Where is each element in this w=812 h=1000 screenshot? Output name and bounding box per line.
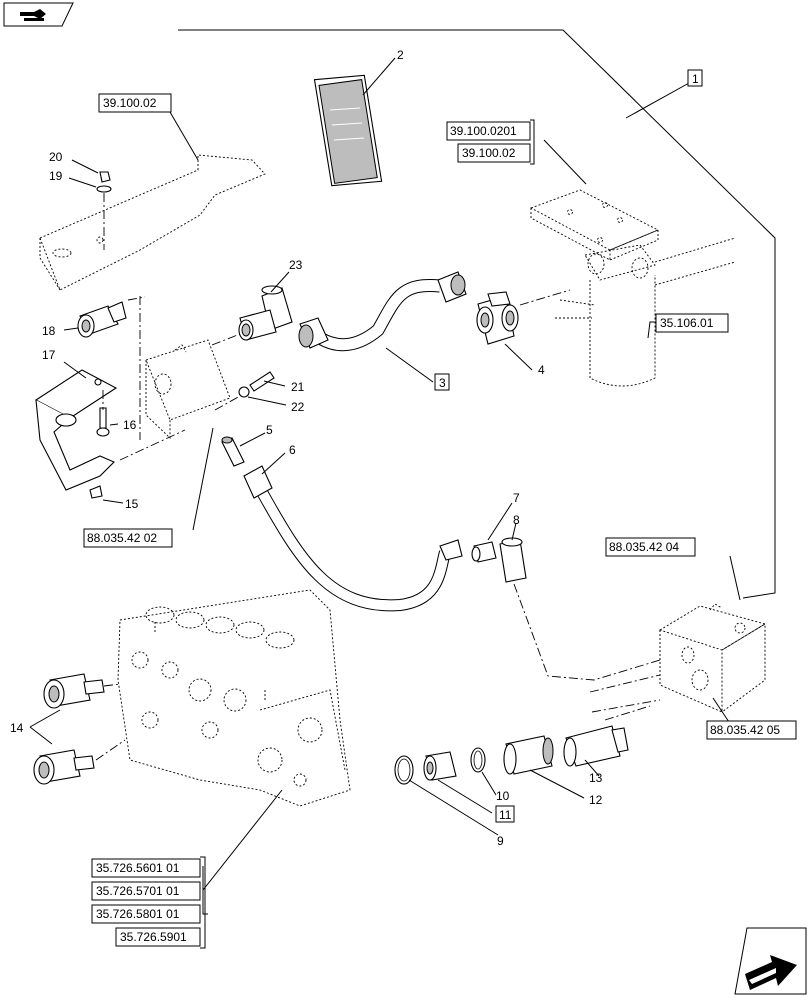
connector-5 bbox=[221, 436, 245, 467]
ref-39-100-0201[interactable]: 39.100.0201 bbox=[446, 121, 531, 141]
svg-text:88.035.42 02: 88.035.42 02 bbox=[87, 531, 157, 545]
callout-7: 7 bbox=[513, 491, 520, 505]
callout-6: 6 bbox=[289, 443, 296, 457]
callout-11: 11 bbox=[495, 805, 515, 823]
valve-block bbox=[145, 339, 231, 440]
svg-text:35.726.5901: 35.726.5901 bbox=[120, 930, 187, 944]
fitting-11 bbox=[423, 751, 457, 781]
svg-text:39.100.02: 39.100.02 bbox=[462, 146, 516, 160]
filter-assembly bbox=[529, 189, 736, 387]
hose-3 bbox=[298, 271, 467, 352]
o-ring-9 bbox=[394, 755, 414, 785]
coupler-13 bbox=[563, 725, 629, 767]
svg-text:1: 1 bbox=[692, 72, 699, 86]
hose-6 bbox=[243, 465, 463, 612]
ref-88-035-42-02[interactable]: 88.035.42 02 bbox=[83, 528, 173, 548]
callout-5: 5 bbox=[266, 423, 273, 437]
adapter-7 bbox=[471, 541, 497, 563]
svg-text:35.106.01: 35.106.01 bbox=[660, 316, 714, 330]
callout-20: 20 bbox=[49, 150, 63, 164]
svg-text:11: 11 bbox=[499, 808, 512, 822]
callout-19: 19 bbox=[49, 169, 63, 183]
elbow-fitting-14b bbox=[33, 749, 95, 785]
callout-9: 9 bbox=[497, 834, 504, 848]
ref-35-726-5701-01[interactable]: 35.726.5701 01 bbox=[91, 881, 201, 901]
svg-text:35.726.5701 01: 35.726.5701 01 bbox=[96, 884, 180, 898]
ref-35-726-5601-01[interactable]: 35.726.5601 01 bbox=[91, 858, 201, 878]
callout-4: 4 bbox=[538, 363, 545, 377]
manifold-block bbox=[658, 603, 767, 713]
bolt-20 bbox=[96, 171, 112, 193]
callout-18: 18 bbox=[42, 324, 56, 338]
callout-1: 1 bbox=[687, 69, 703, 87]
coupler-12 bbox=[503, 735, 554, 775]
elbow-fitting-14a bbox=[43, 673, 105, 709]
bolt-16 bbox=[96, 407, 110, 437]
o-ring-10 bbox=[470, 747, 486, 773]
svg-text:88.035.42 04: 88.035.42 04 bbox=[609, 540, 679, 554]
callout-3: 3 bbox=[434, 373, 450, 391]
svg-text:88.035.42 05: 88.035.42 05 bbox=[710, 723, 780, 737]
svg-text:35.726.5601 01: 35.726.5601 01 bbox=[96, 861, 180, 875]
ref-35-726-5801-01[interactable]: 35.726.5801 01 bbox=[91, 904, 201, 924]
ref-88-035-42-04[interactable]: 88.035.42 04 bbox=[605, 537, 696, 557]
control-valve-stack bbox=[117, 589, 351, 807]
bracket-17 bbox=[34, 369, 118, 491]
tee-fitting-4 bbox=[476, 291, 519, 345]
callout-21: 21 bbox=[291, 380, 305, 394]
hand-pointer-icon[interactable] bbox=[3, 2, 74, 27]
callout-14: 14 bbox=[10, 721, 24, 735]
callout-17: 17 bbox=[42, 348, 56, 362]
callout-2: 2 bbox=[397, 48, 404, 62]
ref-39-100-02-b[interactable]: 39.100.02 bbox=[457, 143, 531, 163]
adapter-18 bbox=[77, 301, 127, 338]
svg-text:3: 3 bbox=[439, 376, 446, 390]
ref-88-035-42-05[interactable]: 88.035.42 05 bbox=[706, 720, 797, 740]
callout-22: 22 bbox=[291, 400, 305, 414]
bolt-21 bbox=[238, 371, 275, 398]
callout-12: 12 bbox=[589, 793, 603, 807]
elbow-fitting-23 bbox=[238, 285, 293, 341]
arrow-next-icon[interactable] bbox=[734, 927, 807, 995]
callout-10: 10 bbox=[496, 789, 510, 803]
ref-39-100-02-top[interactable]: 39.100.02 bbox=[98, 93, 172, 113]
manual-document bbox=[313, 74, 383, 187]
elbow-8 bbox=[499, 537, 527, 583]
svg-text:35.726.5801 01: 35.726.5801 01 bbox=[96, 907, 180, 921]
svg-text:39.100.02: 39.100.02 bbox=[103, 96, 157, 110]
ref-35-106-01[interactable]: 35.106.01 bbox=[655, 313, 729, 333]
mounting-plate-upper bbox=[39, 154, 266, 291]
callout-16: 16 bbox=[123, 418, 137, 432]
callout-15: 15 bbox=[125, 497, 139, 511]
callout-8: 8 bbox=[513, 513, 520, 527]
svg-text:39.100.0201: 39.100.0201 bbox=[450, 124, 517, 138]
callout-23: 23 bbox=[289, 258, 303, 272]
callout-13: 13 bbox=[589, 771, 603, 785]
ref-35-726-5901[interactable]: 35.726.5901 bbox=[115, 927, 201, 947]
